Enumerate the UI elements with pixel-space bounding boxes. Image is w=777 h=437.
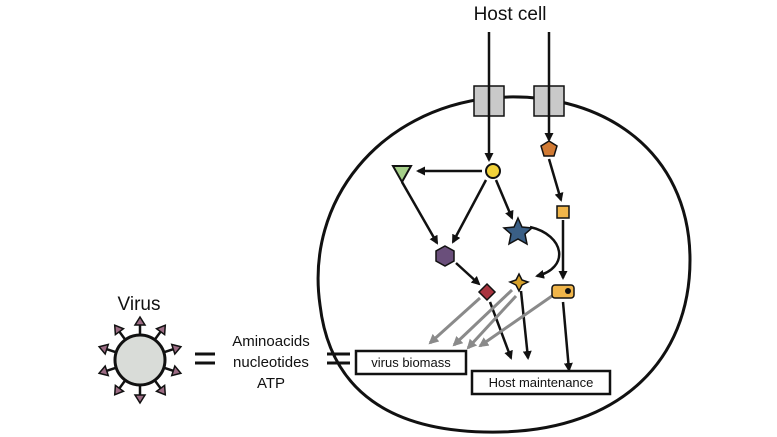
host-cell-title: Host cell (474, 4, 547, 25)
virus-spike-head (113, 383, 126, 396)
pentagon-metabolite-icon (540, 140, 558, 157)
virus-spike-stalk (153, 330, 162, 341)
atp-label: ATP (257, 375, 285, 392)
virus-spike-head (170, 364, 183, 377)
arrow-circle-to-star (494, 179, 514, 220)
complex-metabolite-icon (551, 284, 575, 299)
virus-spike-stalk (153, 379, 162, 390)
square-metabolite-icon (556, 205, 570, 219)
host-maintenance-label: Host maintenance (489, 375, 594, 390)
virus-spike-head (133, 394, 147, 405)
host-cell-membrane (316, 95, 692, 434)
aminoacids-label: Aminoacids (232, 333, 310, 350)
equals-sign-right (327, 352, 350, 365)
hexagon-metabolite-icon (435, 245, 455, 267)
virus-biomass-box: virus biomass (354, 349, 468, 376)
virus-particle-icon (97, 315, 183, 405)
gray-arrow-diamond (428, 296, 482, 345)
arrow-triangle-to-hexagon (400, 181, 439, 245)
arrow-complex-to-maintenance (561, 301, 573, 372)
virus-spike-head (97, 343, 110, 356)
membrane-channel-right (533, 85, 565, 117)
virus-spike-head (170, 343, 183, 356)
virus-spike-stalk (163, 347, 174, 354)
diamond-metabolite-icon (477, 282, 497, 302)
star-metabolite-icon (502, 216, 534, 246)
virus-spike-stalk (118, 330, 127, 341)
arrow-circle-to-hexagon (451, 179, 488, 244)
small-star-metabolite-icon (508, 272, 530, 293)
arrow-pentagon-to-square (547, 158, 564, 202)
equals-sign-left (195, 352, 215, 365)
host-maintenance-box: Host maintenance (470, 369, 612, 396)
virus-spike-stalk (163, 366, 174, 373)
nucleotides-label: nucleotides (233, 354, 309, 371)
virus-spike-stalk (106, 366, 117, 373)
metabolic-arrows (400, 116, 573, 372)
arrow-star-to-small-star (529, 225, 561, 279)
gray-arrow-small-star-a (452, 288, 514, 347)
virus-spike-head (154, 324, 167, 337)
arrow-hexagon-to-diamond (455, 262, 481, 286)
gray-arrow-complex (478, 294, 553, 348)
virus-spike-head (133, 315, 147, 326)
virus-biomass-label: virus biomass (371, 355, 451, 370)
virus-spike-stalk (106, 347, 117, 354)
membrane-channel-left (473, 85, 505, 117)
virus-spike-stalk (118, 379, 127, 390)
virus-spike-head (97, 364, 110, 377)
triangle-metabolite-icon (391, 165, 413, 185)
virus-body (113, 333, 167, 387)
virus-spike-head (113, 324, 126, 337)
arrow-small-star-to-maintenance (519, 290, 532, 360)
circle-metabolite-icon (485, 163, 501, 179)
biomass-arrows (428, 288, 553, 350)
virus-title: Virus (118, 294, 161, 315)
gray-arrow-small-star-b (466, 294, 518, 350)
virus-spike-head (154, 383, 167, 396)
